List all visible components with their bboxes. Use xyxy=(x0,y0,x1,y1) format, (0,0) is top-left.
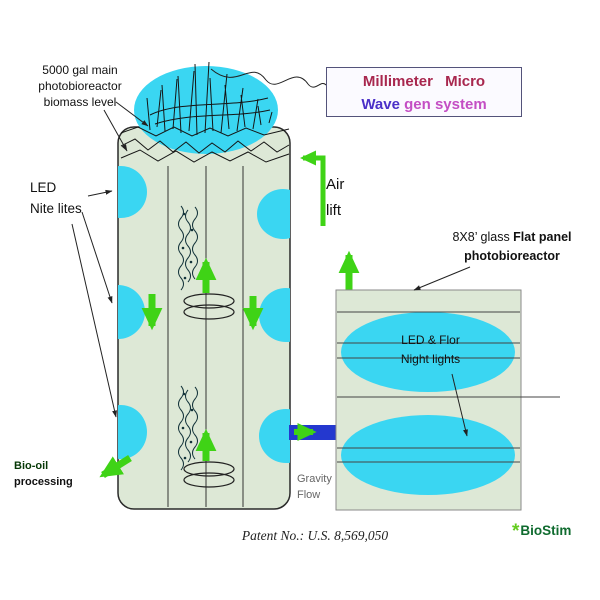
algae-strands-top xyxy=(178,205,198,291)
bio-oil-label-line2: processing xyxy=(14,475,73,488)
microwave-wave-text: Wave xyxy=(361,95,400,113)
bio-oil-label: Bio-oil processing xyxy=(14,459,73,491)
led-pod-icon xyxy=(118,285,145,339)
flat-panel-label-line2: photobioreactor xyxy=(464,248,560,263)
flat-panel-label: 8X8’ glass Flat panel photobioreactor xyxy=(436,228,588,266)
flat-panel-label-bold: Flat panel xyxy=(513,230,572,244)
patent-number: Patent No.: U.S. 8,569,050 xyxy=(241,528,389,543)
microwave-gen-box: Millimeter Micro Wave gen system xyxy=(326,67,522,117)
led-pod-icon xyxy=(257,189,290,239)
biomass-scribbles xyxy=(120,61,290,163)
led-nite-lites-label: LED Nite lites xyxy=(30,180,82,216)
microwave-connector-line xyxy=(210,68,327,88)
sparger-rings xyxy=(183,293,235,488)
algae-dots xyxy=(181,212,194,460)
air-lift-line xyxy=(299,150,326,226)
air-lift-label: Air lift xyxy=(326,176,345,219)
pointer-lines xyxy=(71,101,471,437)
panel-lights-label: LED & Flor Night lights xyxy=(400,333,461,367)
biostim-name: BioStim xyxy=(520,523,572,538)
gravity-flow-label: Gravity Flow xyxy=(297,473,332,501)
microwave-title-line1: Millimeter Micro xyxy=(362,73,486,90)
tank-led-ellipses xyxy=(118,166,290,463)
panel-led-ellipse-bottom xyxy=(341,415,515,495)
led-pod-icon xyxy=(259,288,290,342)
bio-oil-label-line1: Bio-oil xyxy=(14,460,49,472)
flat-panel-label-pre: 8X8’ glass xyxy=(452,230,514,244)
panel-shelf-lines xyxy=(337,311,560,463)
microwave-title-line2: Wave gen system xyxy=(327,94,521,117)
panel-led-ellipse-top xyxy=(341,312,515,392)
led-pod-icon xyxy=(259,409,290,463)
circulation-arrows xyxy=(141,257,264,461)
main-reactor-label: 5000 gal main photobioreactor biomass le… xyxy=(38,63,122,110)
bio-oil-arrow xyxy=(99,455,132,478)
biostim-logo: *BioStim xyxy=(512,521,571,543)
biostim-star-icon: * xyxy=(512,521,520,542)
microwave-gensystem-text: gen system xyxy=(399,95,487,113)
led-pod-icon xyxy=(118,166,147,218)
algae-strands-bottom xyxy=(178,385,198,471)
led-pod-icon xyxy=(118,405,147,459)
